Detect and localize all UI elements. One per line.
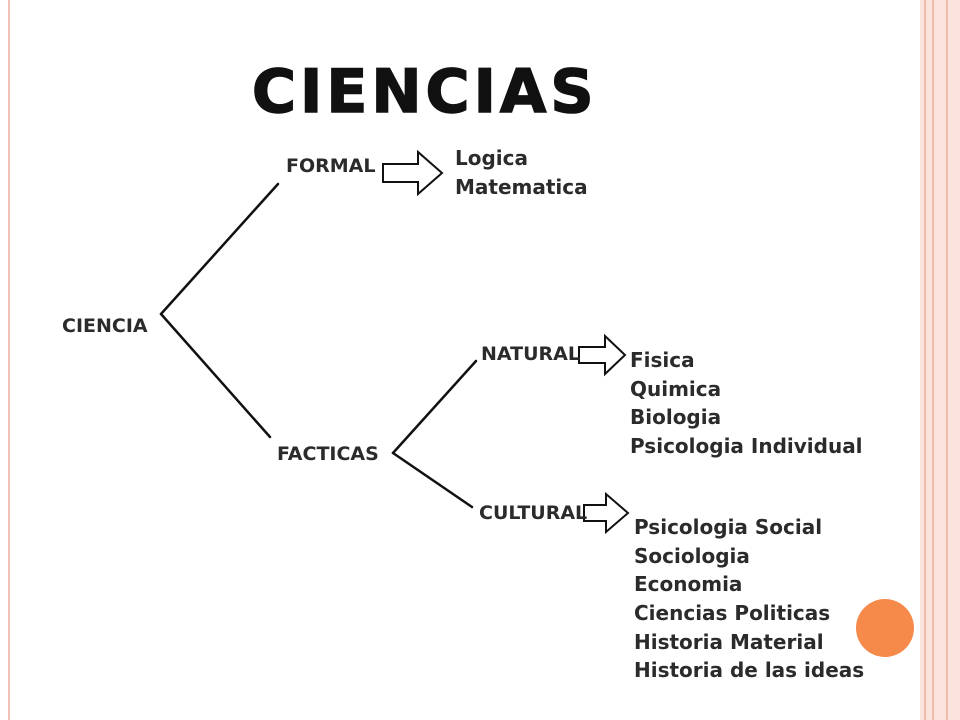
node-facticas: FACTICAS: [277, 443, 379, 465]
list-item: Biologia: [630, 405, 722, 430]
list-item: Logica: [455, 146, 529, 170]
node-ciencia: CIENCIA: [62, 315, 148, 337]
node-cultural: CULTURAL: [479, 502, 588, 524]
slide-frame-right-line: [924, 0, 926, 720]
connector-ciencia-formal: [159, 182, 280, 316]
list-item: Matematica: [455, 174, 588, 199]
list-item: Historia Material: [634, 629, 824, 654]
slide-frame-left-line: [8, 0, 10, 720]
list-item: Sociologia: [634, 543, 750, 568]
list-item: Fisica: [630, 348, 695, 372]
slide-frame-right-band: [920, 0, 960, 720]
slide-frame-right-line: [932, 0, 934, 720]
slide-frame-right-line: [946, 0, 948, 720]
list-item: Quimica: [630, 376, 722, 401]
slide-title: CIENCIAS: [251, 57, 598, 127]
list-formal: Logica Matematica: [455, 144, 588, 201]
arrow-icon-cultural: [583, 491, 630, 535]
arrow-icon-natural: [578, 333, 627, 377]
node-natural: NATURAL: [481, 343, 580, 365]
arrow-icon-formal: [382, 149, 444, 197]
list-cultural: Psicologia Social Sociologia Economia Ci…: [634, 513, 864, 685]
list-item: Ciencias Politicas: [634, 601, 831, 626]
accent-circle: [856, 599, 914, 657]
list-item: Historia de las ideas: [634, 658, 865, 683]
list-item: Psicologia Social: [634, 515, 823, 539]
node-formal: FORMAL: [286, 155, 376, 177]
list-item: Psicologia Individual: [630, 434, 863, 459]
connector-facticas-cultural: [391, 451, 474, 509]
list-item: Economia: [634, 572, 743, 597]
list-natural: Fisica Quimica Biologia Psicologia Indiv…: [630, 346, 863, 461]
connector-facticas-natural: [391, 359, 478, 455]
connector-ciencia-facticas: [159, 312, 272, 439]
